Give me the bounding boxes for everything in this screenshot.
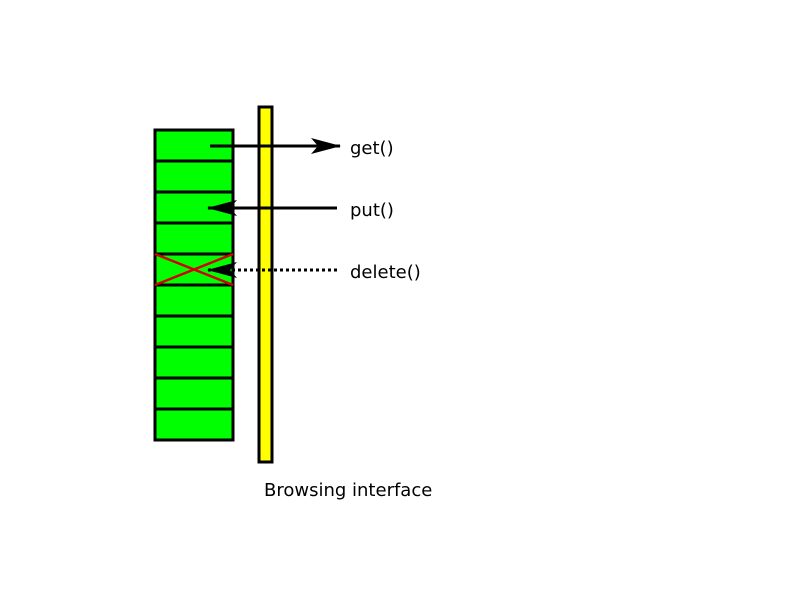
delete-cross-line-up xyxy=(154,252,234,287)
delete-operation-label: delete() xyxy=(350,262,421,283)
storage-slot xyxy=(153,159,235,194)
put-operation-label: put() xyxy=(350,200,394,221)
storage-slot xyxy=(153,345,235,380)
interface-bar xyxy=(257,105,274,464)
storage-slot-stack xyxy=(153,128,235,442)
get-operation-label: get() xyxy=(350,138,394,159)
storage-slot xyxy=(153,314,235,349)
deleted-slot-cross-mark xyxy=(154,252,234,287)
storage-slot xyxy=(153,283,235,318)
storage-slot xyxy=(153,407,235,442)
storage-slot xyxy=(153,376,235,411)
storage-slot xyxy=(153,221,235,256)
browsing-interface-label: Browsing interface xyxy=(264,480,432,501)
